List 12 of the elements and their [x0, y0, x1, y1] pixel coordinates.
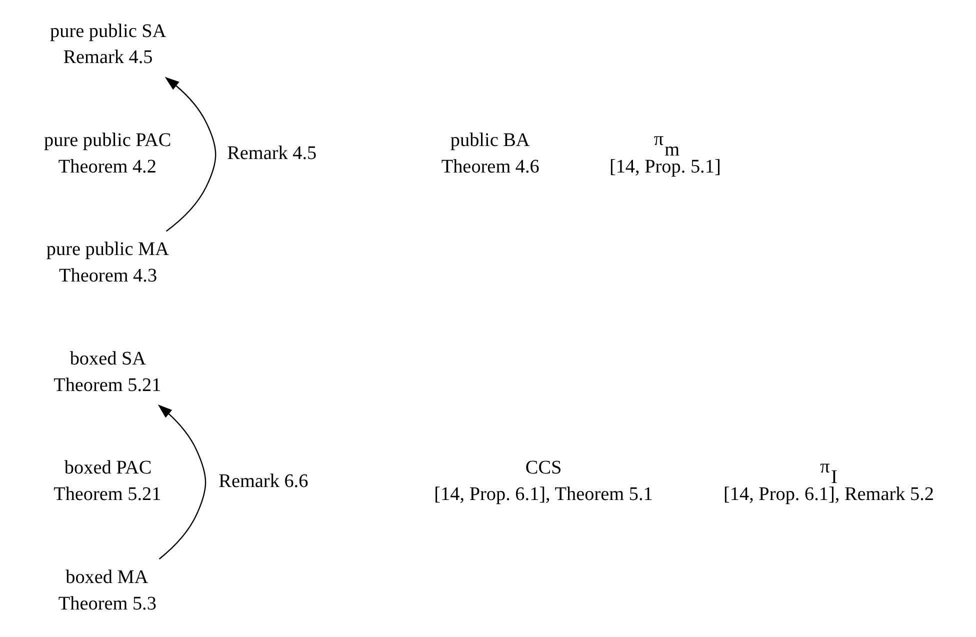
node-text: pure public PAC Theorem 4.2	[44, 130, 171, 178]
node-text: public BA Theorem 4.6	[440, 130, 539, 178]
node-text: pure public SA Remark 4.5	[50, 20, 166, 68]
arrow	[157, 404, 206, 560]
edge-label: Remark 4.5	[226, 143, 316, 164]
edge-label: Remark 6.6	[218, 470, 308, 492]
node-text: pure public MA Theorem 4.3	[46, 239, 168, 287]
node-text: CCS [14, Prop. 6.1], Theorem 5.1	[434, 458, 652, 506]
arrow	[164, 76, 216, 232]
node-text: boxed SA Theorem 5.21	[53, 348, 161, 396]
node-text: boxed PAC Theorem 5.21	[53, 458, 161, 506]
node-text: boxed MA Theorem 5.3	[58, 566, 156, 614]
